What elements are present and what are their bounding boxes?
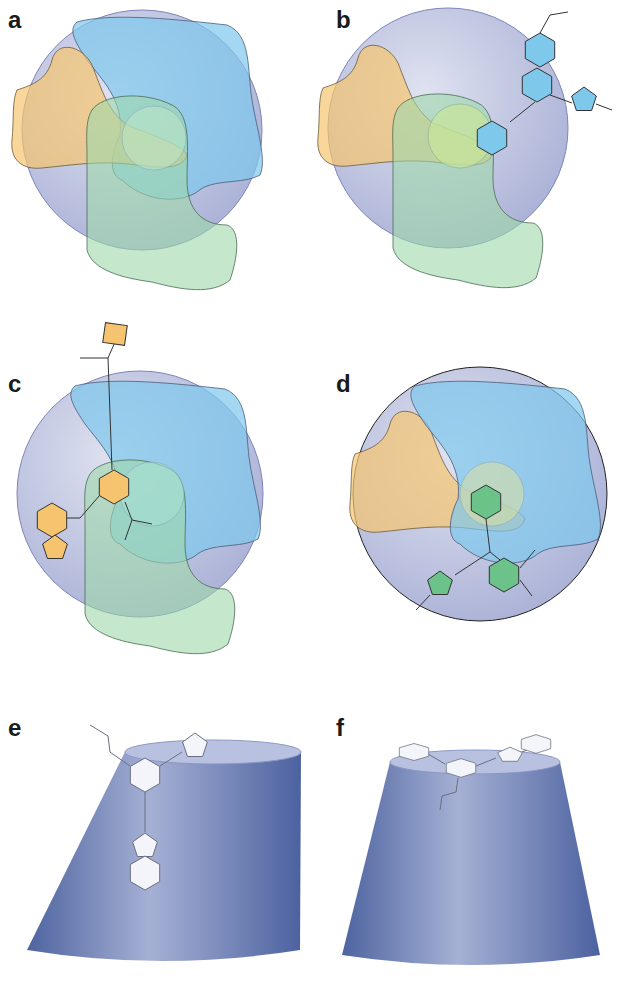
cone-e: [27, 740, 301, 961]
protein-panel-d: [350, 367, 607, 621]
ligand-f: [399, 735, 550, 810]
ligand-d: [416, 485, 535, 610]
panel-letter: a: [8, 8, 21, 32]
protein-panel-a: [12, 10, 263, 290]
ligand-c: [37, 323, 152, 559]
panel-letter: b: [336, 8, 351, 32]
panel-letter: c: [8, 372, 21, 396]
panel-letter: e: [8, 716, 21, 740]
panel-letter: f: [336, 716, 344, 740]
protein-panel-c: [17, 371, 263, 654]
cone-f: [342, 750, 600, 965]
ligand-b: [477, 12, 612, 155]
ligand-e: [90, 725, 207, 890]
protein-panel-b: [318, 8, 568, 288]
panel-letter: d: [336, 372, 351, 396]
